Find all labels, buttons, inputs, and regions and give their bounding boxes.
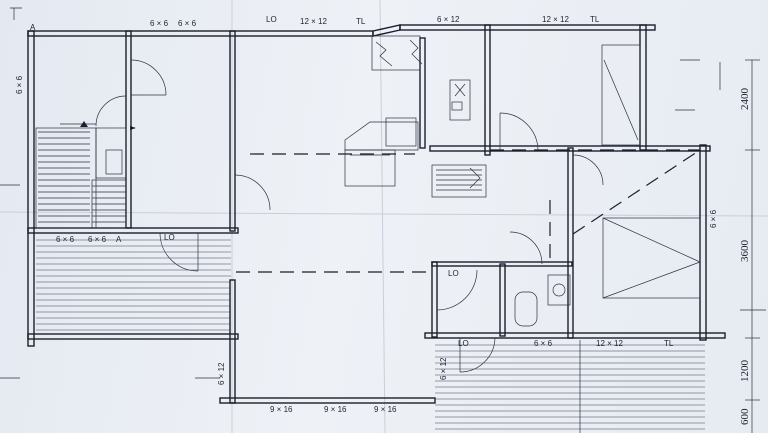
label-top-6x6-a: 6 × 6 xyxy=(150,19,169,28)
label-lower-6x6: 6 × 6 xyxy=(534,339,553,348)
label-bottom-9x16-b: 9 × 16 xyxy=(324,405,347,414)
label-lower-12x12: 12 × 12 xyxy=(596,339,623,348)
label-left-6x12: 6 × 12 xyxy=(217,362,226,385)
label-top-12x12-a: 12 × 12 xyxy=(300,17,327,26)
label-top-6x12: 6 × 12 xyxy=(437,15,460,24)
label-left-6x6: 6 × 6 xyxy=(15,75,24,94)
fireplace xyxy=(344,117,419,187)
label-bath-6x12: 6 × 12 xyxy=(439,357,448,380)
label-lower-lo: LO xyxy=(458,339,469,348)
label-mid-6x6-a: 6 × 6 xyxy=(56,235,75,244)
label-right-6x6: 6 × 6 xyxy=(709,209,718,228)
kitchen-units xyxy=(371,35,471,121)
label-bottom-9x16-c: 9 × 16 xyxy=(374,405,397,414)
door-swings xyxy=(95,59,604,373)
label-mid-6x6-b: 6 × 6 xyxy=(88,235,107,244)
stair-left xyxy=(35,121,136,229)
label-top-6x6-b: 6 × 6 xyxy=(178,19,197,28)
bathroom xyxy=(514,274,571,327)
exterior-walls xyxy=(27,24,726,404)
label-top-tl-a: TL xyxy=(356,17,366,26)
dimension-600: 600 xyxy=(739,408,751,425)
interior-walls xyxy=(125,24,574,404)
dimension-2400: 2400 xyxy=(739,88,751,111)
dimension-lines xyxy=(0,7,766,433)
label-mid-lo: LO xyxy=(164,233,175,242)
label-bottom-9x16-a: 9 × 16 xyxy=(270,405,293,414)
label-top-lo: LO xyxy=(266,15,277,24)
label-mark-a-mid: A xyxy=(116,235,122,244)
label-top-tl-b: TL xyxy=(590,15,600,24)
dimension-1200: 1200 xyxy=(739,360,751,383)
beds xyxy=(601,44,701,299)
label-top-12x12-b: 12 × 12 xyxy=(542,15,569,24)
label-lower-tl: TL xyxy=(664,339,674,348)
deck-left xyxy=(36,239,231,331)
dimension-3600: 3600 xyxy=(739,240,751,263)
label-bath-lo: LO xyxy=(448,269,459,278)
stair-right xyxy=(431,164,487,198)
deck-right xyxy=(435,340,705,433)
dashed-axis-lines xyxy=(236,149,701,273)
label-mark-a-top: A xyxy=(30,23,36,32)
